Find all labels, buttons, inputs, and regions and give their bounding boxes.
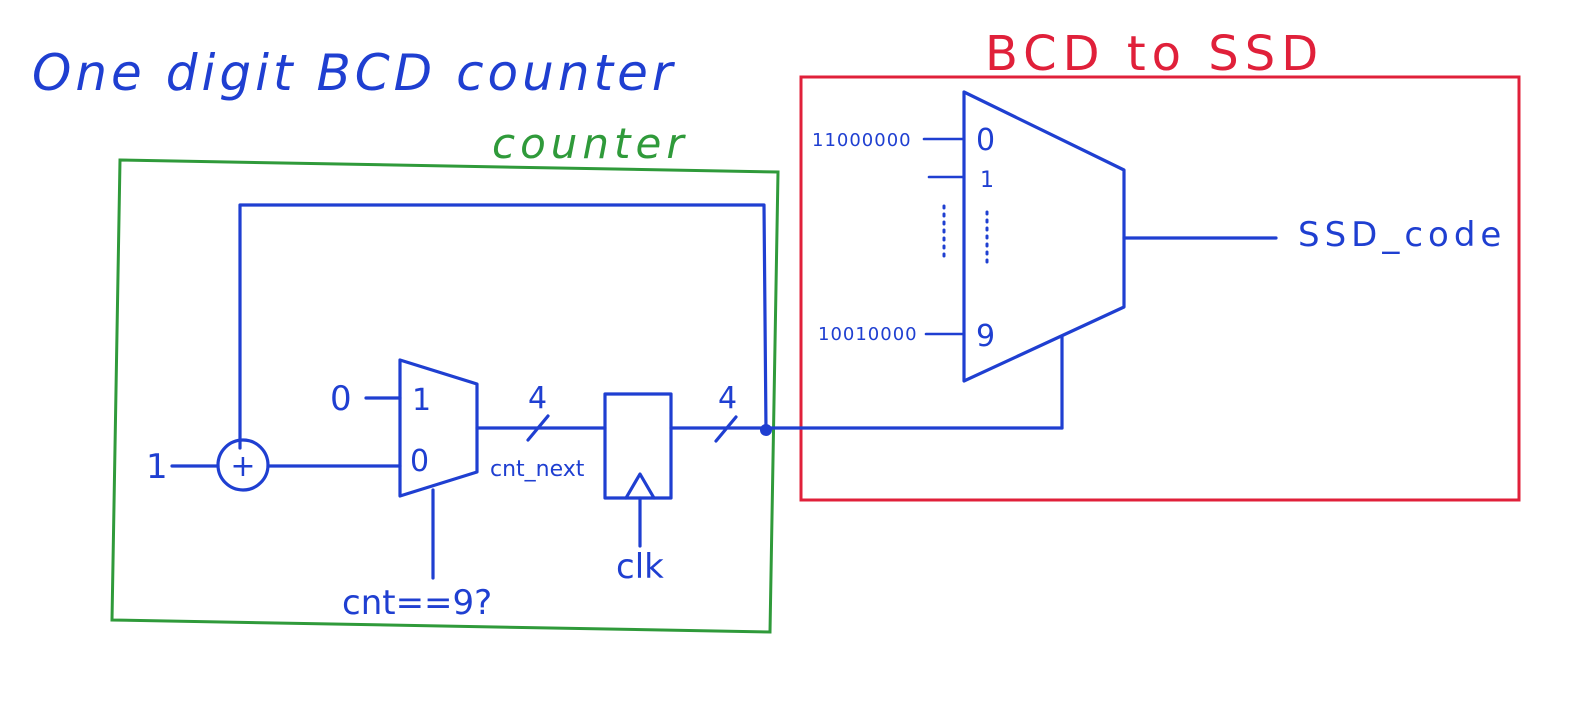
- register-box: [603, 392, 673, 500]
- ssd-port-0: 0: [976, 123, 995, 158]
- diagram-title: One digit BCD counter: [32, 44, 676, 102]
- ssd-port-9: 9: [976, 319, 995, 354]
- counter-block-label: counter: [492, 119, 689, 168]
- mux-port-0: 0: [410, 444, 429, 479]
- mux-select-label: cnt==9?: [342, 583, 492, 623]
- cnt-next-width: 4: [528, 381, 547, 416]
- ssd-code-9: 10010000: [818, 324, 918, 345]
- adder-constant-input: 1: [146, 447, 168, 487]
- ssd-port-1: 1: [980, 168, 994, 193]
- counter-mux: [398, 358, 479, 498]
- decoder-block-box: [799, 75, 1521, 502]
- feedback-wire: [238, 203, 768, 450]
- cnt-next-label: cnt_next: [490, 457, 585, 482]
- counter-block-box: [110, 158, 780, 634]
- junction-dot: [760, 424, 772, 436]
- ssd-output-label: SSD_code: [1298, 215, 1506, 255]
- ssd-code-0: 11000000: [812, 130, 912, 151]
- ssd-mux: [962, 90, 1126, 383]
- decoder-block-label: BCD to SSD: [985, 26, 1324, 82]
- cnt-next-bus-slash: [526, 414, 550, 442]
- register-clock-triangle: [624, 472, 656, 500]
- mux-port-1: 1: [412, 383, 431, 418]
- cnt-bus-slash: [714, 415, 738, 443]
- cnt-bus-width: 4: [718, 381, 737, 416]
- mux-in1-constant: 0: [330, 379, 352, 419]
- adder-symbol: +: [230, 449, 255, 484]
- clock-label: clk: [616, 547, 664, 587]
